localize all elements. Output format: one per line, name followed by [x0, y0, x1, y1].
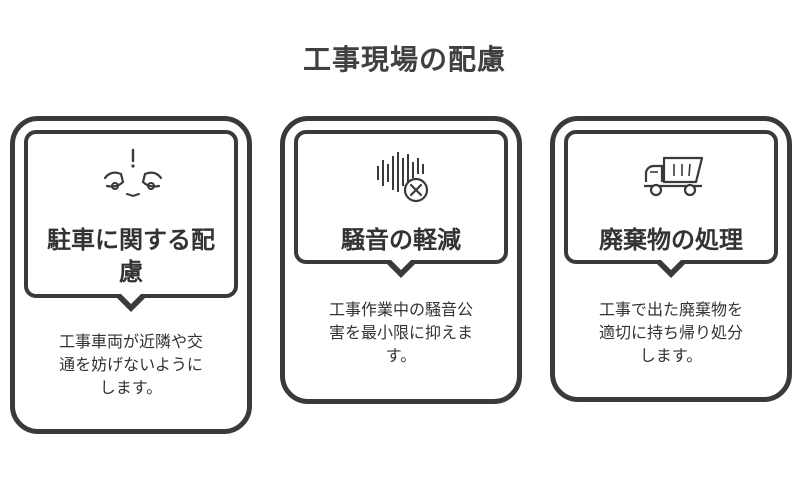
- noise-mute-icon: [374, 148, 434, 204]
- card-waste-desc-line3: します。: [639, 346, 703, 365]
- card-waste-header: 廃棄物の処理: [564, 130, 778, 264]
- card-waste-pointer-fill: [659, 258, 683, 270]
- diagram-title: 工事現場の配慮: [302, 43, 506, 76]
- card-noise-pointer-fill: [389, 258, 413, 270]
- card-noise-header: 騒音の軽減: [294, 130, 508, 264]
- card-parking-desc-line1: 工事車両が近隣や交: [58, 332, 203, 351]
- card-waste-desc-line1: 工事で出た廃棄物を: [598, 300, 743, 319]
- card-parking-label-line1: 駐車に関する配: [47, 226, 215, 254]
- card-waste-desc-line2: 適切に持ち帰り処分: [598, 323, 743, 342]
- dump-truck-icon: [642, 152, 706, 202]
- card-noise-desc-line3: す。: [385, 346, 417, 365]
- card-waste-label: 廃棄物の処理: [599, 226, 743, 254]
- card-noise-description: 工事作業中の騒音公 害を最小限に抑えま す。: [290, 298, 512, 367]
- cars-alert-icon: [101, 148, 165, 200]
- card-parking-desc-line2: 通を妨げないように: [59, 355, 203, 374]
- card-noise-desc-line2: 害を最小限に抑えま: [328, 323, 473, 342]
- card-parking-label-line2: 慮: [119, 258, 143, 286]
- card-waste-description: 工事で出た廃棄物を 適切に持ち帰り処分 します。: [560, 298, 782, 367]
- card-parking-description: 工事車両が近隣や交 通を妨げないように します。: [20, 330, 242, 399]
- card-parking-pointer-fill: [119, 292, 143, 304]
- card-noise-desc-line1: 工事作業中の騒音公: [328, 300, 473, 319]
- card-noise-label: 騒音の軽減: [341, 226, 461, 254]
- card-parking-desc-line3: します。: [99, 378, 163, 397]
- card-parking-header: 駐車に関する配 慮: [24, 130, 238, 298]
